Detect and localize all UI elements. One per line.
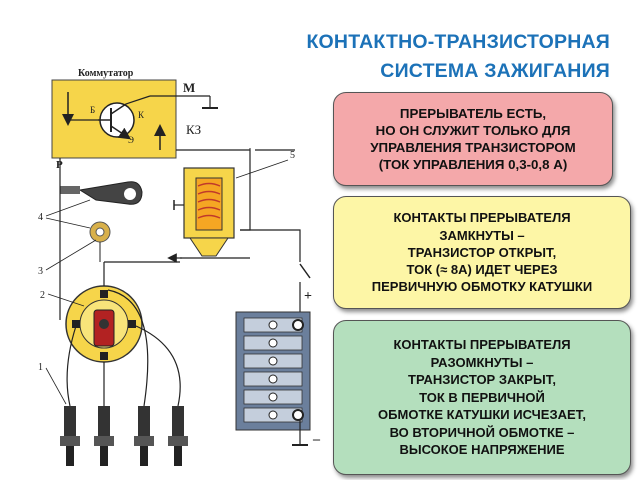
label-3: 3: [38, 266, 43, 277]
info-line: ЗАМКНУТЫ –: [439, 227, 525, 243]
breaker-cam: [89, 221, 111, 243]
ignition-switch: [299, 263, 311, 279]
info-line: ТОК (≈ 8А) ИДЕТ ЧЕРЕЗ: [406, 262, 558, 278]
spark-plug-3: [134, 406, 154, 466]
info-line: ВО ВТОРИЧНОЙ ОБМОТКЕ –: [389, 424, 575, 440]
breaker-contacts: [60, 181, 143, 205]
base-label: Б: [90, 105, 95, 115]
spark-plug-1: [60, 406, 80, 466]
info-line: ОБМОТКЕ КАТУШКИ ИСЧЕЗАЕТ,: [378, 407, 586, 423]
commutator-label: Коммутатор: [78, 68, 134, 79]
info-line: ПЕРВИЧНУЮ ОБМОТКУ КАТУШКИ: [371, 279, 593, 295]
info-line: ПРЕРЫВАТЕЛЬ ЕСТЬ,: [399, 106, 547, 121]
transistor-symbol: [98, 102, 135, 140]
info-line: КОНТАКТЫ ПРЕРЫВАТЕЛЯ: [393, 336, 571, 352]
kz-terminal-label: КЗ: [186, 122, 201, 137]
label-2: 2: [40, 290, 45, 301]
slide-title: КОНТАКТНО-ТРАНЗИСТОРНАЯ СИСТЕМА ЗАЖИГАНИ…: [190, 28, 610, 86]
title-line-1: КОНТАКТНО-ТРАНЗИСТОРНАЯ: [306, 31, 610, 53]
info-line: УПРАВЛЕНИЯ ТРАНЗИСТОРОМ: [370, 140, 576, 155]
info-line: ТОК В ПЕРВИЧНОЙ: [419, 389, 545, 405]
spark-plug-2: [94, 406, 114, 466]
info-line: НО ОН СЛУЖИТ ТОЛЬКО ДЛЯ: [375, 123, 571, 138]
ignition-coil: [173, 167, 235, 257]
info-line: ТРАНЗИСТОР ОТКРЫТ,: [407, 244, 557, 260]
collector-label: К: [138, 110, 145, 120]
info-box-contacts-closed: КОНТАКТЫ ПРЕРЫВАТЕЛЯ ЗАМКНУТЫ – ТРАНЗИСТ…: [333, 196, 631, 309]
battery: [235, 311, 311, 431]
label-4: 4: [38, 212, 43, 223]
info-line: КОНТАКТЫ ПРЕРЫВАТЕЛЯ: [393, 210, 571, 226]
spark-plug-4: [168, 406, 188, 466]
label-5: 5: [290, 150, 295, 161]
info-line: РАЗОМКНУТЫ –: [430, 354, 534, 370]
info-box-breaker: ПРЕРЫВАТЕЛЬ ЕСТЬ, НО ОН СЛУЖИТ ТОЛЬКО ДЛ…: [333, 92, 613, 186]
label-1: 1: [38, 362, 43, 373]
info-line: (ТОК УПРАВЛЕНИЯ 0,3-0,8 А): [378, 157, 568, 172]
info-box-contacts-open: КОНТАКТЫ ПРЕРЫВАТЕЛЯ РАЗОМКНУТЫ – ТРАНЗИ…: [333, 320, 631, 475]
m-terminal-label: М: [183, 80, 195, 95]
minus-label: –: [312, 432, 321, 447]
emitter-label: Э: [128, 135, 134, 145]
info-line: ТРАНЗИСТОР ЗАКРЫТ,: [408, 372, 556, 388]
distributor: [65, 285, 143, 363]
title-line-2: СИСТЕМА ЗАЖИГАНИЯ: [380, 60, 610, 82]
info-line: ВЫСОКОЕ НАПРЯЖЕНИЕ: [399, 442, 565, 458]
plus-label: +: [304, 289, 312, 304]
